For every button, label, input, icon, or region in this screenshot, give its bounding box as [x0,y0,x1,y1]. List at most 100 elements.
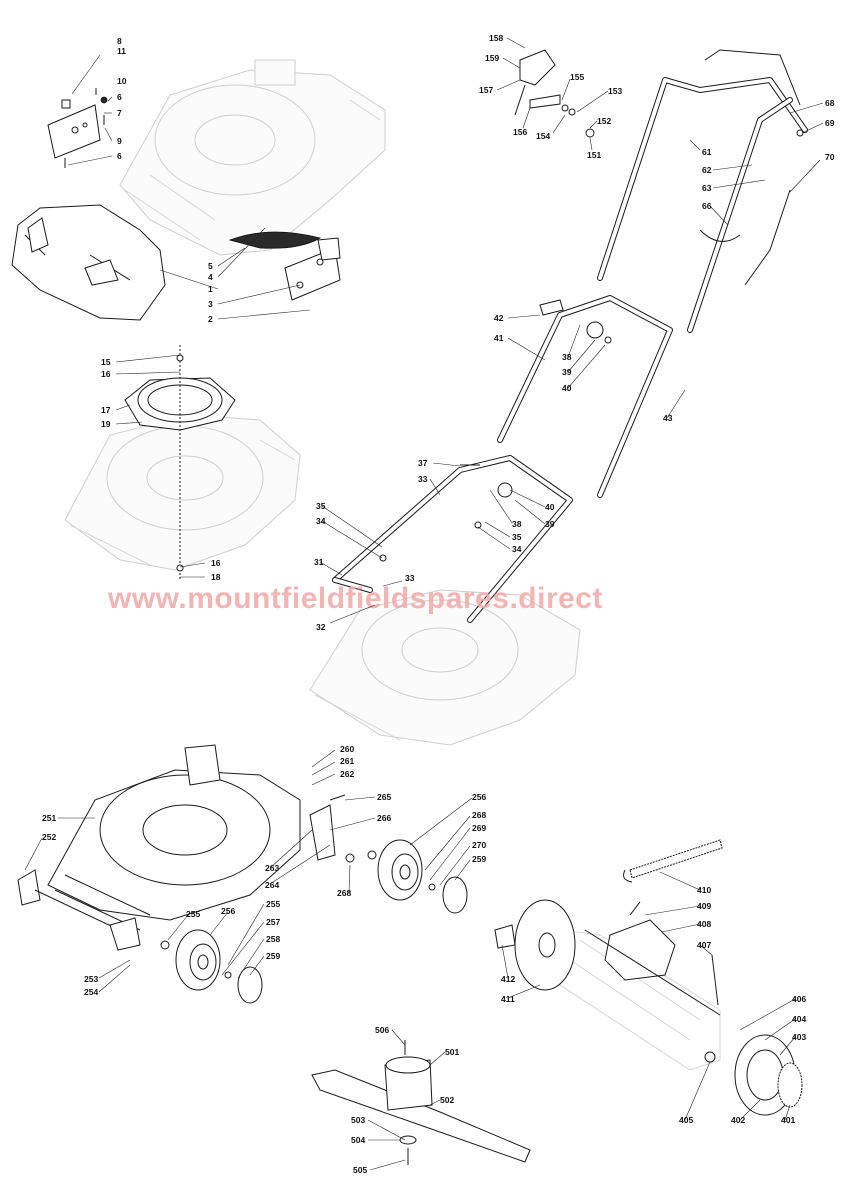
blade-assembly [311,1040,531,1165]
part-label: 40 [562,383,572,393]
part-label: 11 [117,46,126,56]
part-label: 403 [792,1032,806,1042]
part-label: 269 [472,823,486,833]
front-wheel [160,929,263,1004]
part-label: 15 [101,357,111,367]
part-label: 406 [792,994,806,1004]
watermark-text: www.mountfieldfieldspares.direct [107,582,603,615]
part-label: 7 [117,108,122,118]
lower-handle [332,455,573,623]
part-label: 32 [316,622,326,632]
part-label: 259 [266,951,280,961]
part-label: 261 [340,756,354,766]
part-label: 401 [781,1115,795,1125]
bracket-front [47,88,108,168]
part-label: 264 [265,880,279,890]
part-label: 260 [340,744,354,754]
part-label: 6 [117,151,122,161]
part-label: 503 [351,1115,365,1125]
part-label: 505 [353,1165,367,1175]
part-label: 63 [702,183,712,193]
part-label: 37 [418,458,428,468]
part-label: 34 [512,544,522,554]
ghost-deck-handle [309,589,581,746]
part-label: 31 [314,557,324,567]
rear-cover [11,204,166,321]
part-label: 152 [597,116,611,126]
part-label: 156 [513,127,527,137]
part-label: 410 [697,885,711,895]
part-label: 3 [208,299,213,309]
part-label: 8 [117,36,122,46]
main-deck [47,744,301,931]
part-label: 62 [702,165,712,175]
part-label: 265 [377,792,391,802]
part-label: 159 [485,53,499,63]
blade-ring [124,345,236,580]
part-label: 155 [570,72,584,82]
part-label: 5 [208,261,213,271]
part-label: 268 [472,810,486,820]
part-label: 66 [702,201,712,211]
part-label: 259 [472,854,486,864]
part-label: 9 [117,136,122,146]
part-label: 4 [208,272,213,282]
front-axle [17,869,141,951]
part-label: 1 [208,284,213,294]
part-label: 38 [562,352,572,362]
part-label: 61 [702,147,712,157]
part-label: 412 [501,974,515,984]
part-label: 504 [351,1135,365,1145]
part-label: 502 [440,1095,454,1105]
part-label: 40 [545,502,555,512]
gearbox [584,901,721,1016]
part-label: 2 [208,314,213,324]
part-label: 254 [84,987,98,997]
part-label: 501 [445,1047,459,1057]
part-label: 68 [825,98,835,108]
part-label: 153 [608,86,622,96]
part-labels: 8 11 10 6 7 9 6 5 4 1 3 2 15 16 17 19 16… [42,33,835,1175]
rear-wheel [367,839,468,914]
part-label: 409 [697,901,711,911]
throttle-lever [514,49,595,138]
upper-handle [597,49,808,333]
part-label: 39 [562,367,572,377]
part-label: 151 [587,150,601,160]
part-label: 16 [211,558,221,568]
ghost-deck-top [119,59,386,256]
part-label: 39 [545,519,555,529]
part-label: 35 [316,501,326,511]
part-label: 404 [792,1014,806,1024]
part-label: 255 [266,899,280,909]
part-label: 253 [84,974,98,984]
part-label: 42 [494,313,504,323]
part-label: 154 [536,131,550,141]
deflector-bracket [284,237,341,301]
part-label: 17 [101,405,111,415]
part-label: 263 [265,863,279,873]
part-label: 402 [731,1115,745,1125]
part-label: 6 [117,92,122,102]
part-label: 268 [337,888,351,898]
part-label: 255 [186,909,200,919]
part-label: 258 [266,934,280,944]
part-label: 41 [494,333,504,343]
drive-belt [623,839,723,883]
part-label: 270 [472,840,486,850]
leader-lines [24,37,824,1171]
height-adjuster [309,794,355,863]
part-label: 16 [101,369,111,379]
part-label: 256 [221,906,235,916]
part-label: 251 [42,813,56,823]
part-label: 252 [42,832,56,842]
middle-handle [497,295,673,498]
part-label: 34 [316,516,326,526]
part-label: 43 [663,413,673,423]
part-label: 257 [266,917,280,927]
part-label: 33 [418,474,428,484]
part-label: 35 [512,532,522,542]
part-label: 69 [825,118,835,128]
part-label: 18 [211,572,221,582]
part-label: 10 [117,76,127,86]
